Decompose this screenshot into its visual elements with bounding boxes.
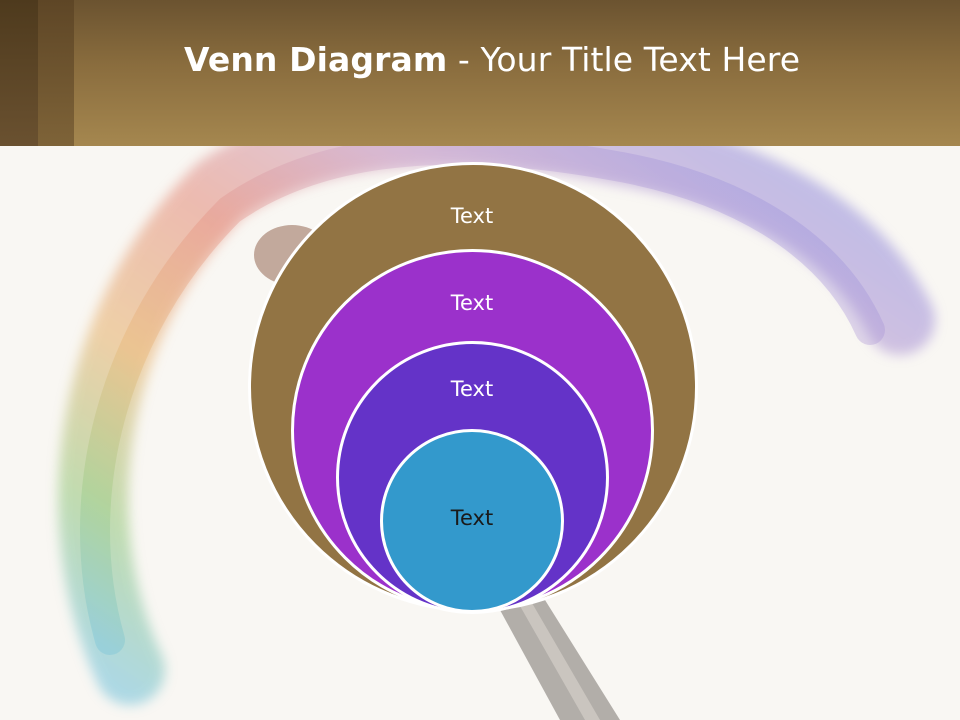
venn-circle-inner[interactable] (380, 429, 564, 613)
header-accent-strip (0, 0, 38, 146)
slide-title-rest: - Your Title Text Here (447, 40, 801, 79)
slide-title: Venn Diagram - Your Title Text Here (184, 40, 800, 79)
venn-circle-inner-label: Text (450, 506, 494, 530)
header-accent-strip (38, 0, 74, 146)
venn-circle-outer-label: Text (450, 204, 494, 228)
venn-circle-third-label: Text (450, 377, 494, 401)
header-band: Venn Diagram - Your Title Text Here (0, 0, 960, 146)
venn-circle-second-label: Text (450, 291, 494, 315)
slide-title-bold: Venn Diagram (184, 40, 448, 79)
